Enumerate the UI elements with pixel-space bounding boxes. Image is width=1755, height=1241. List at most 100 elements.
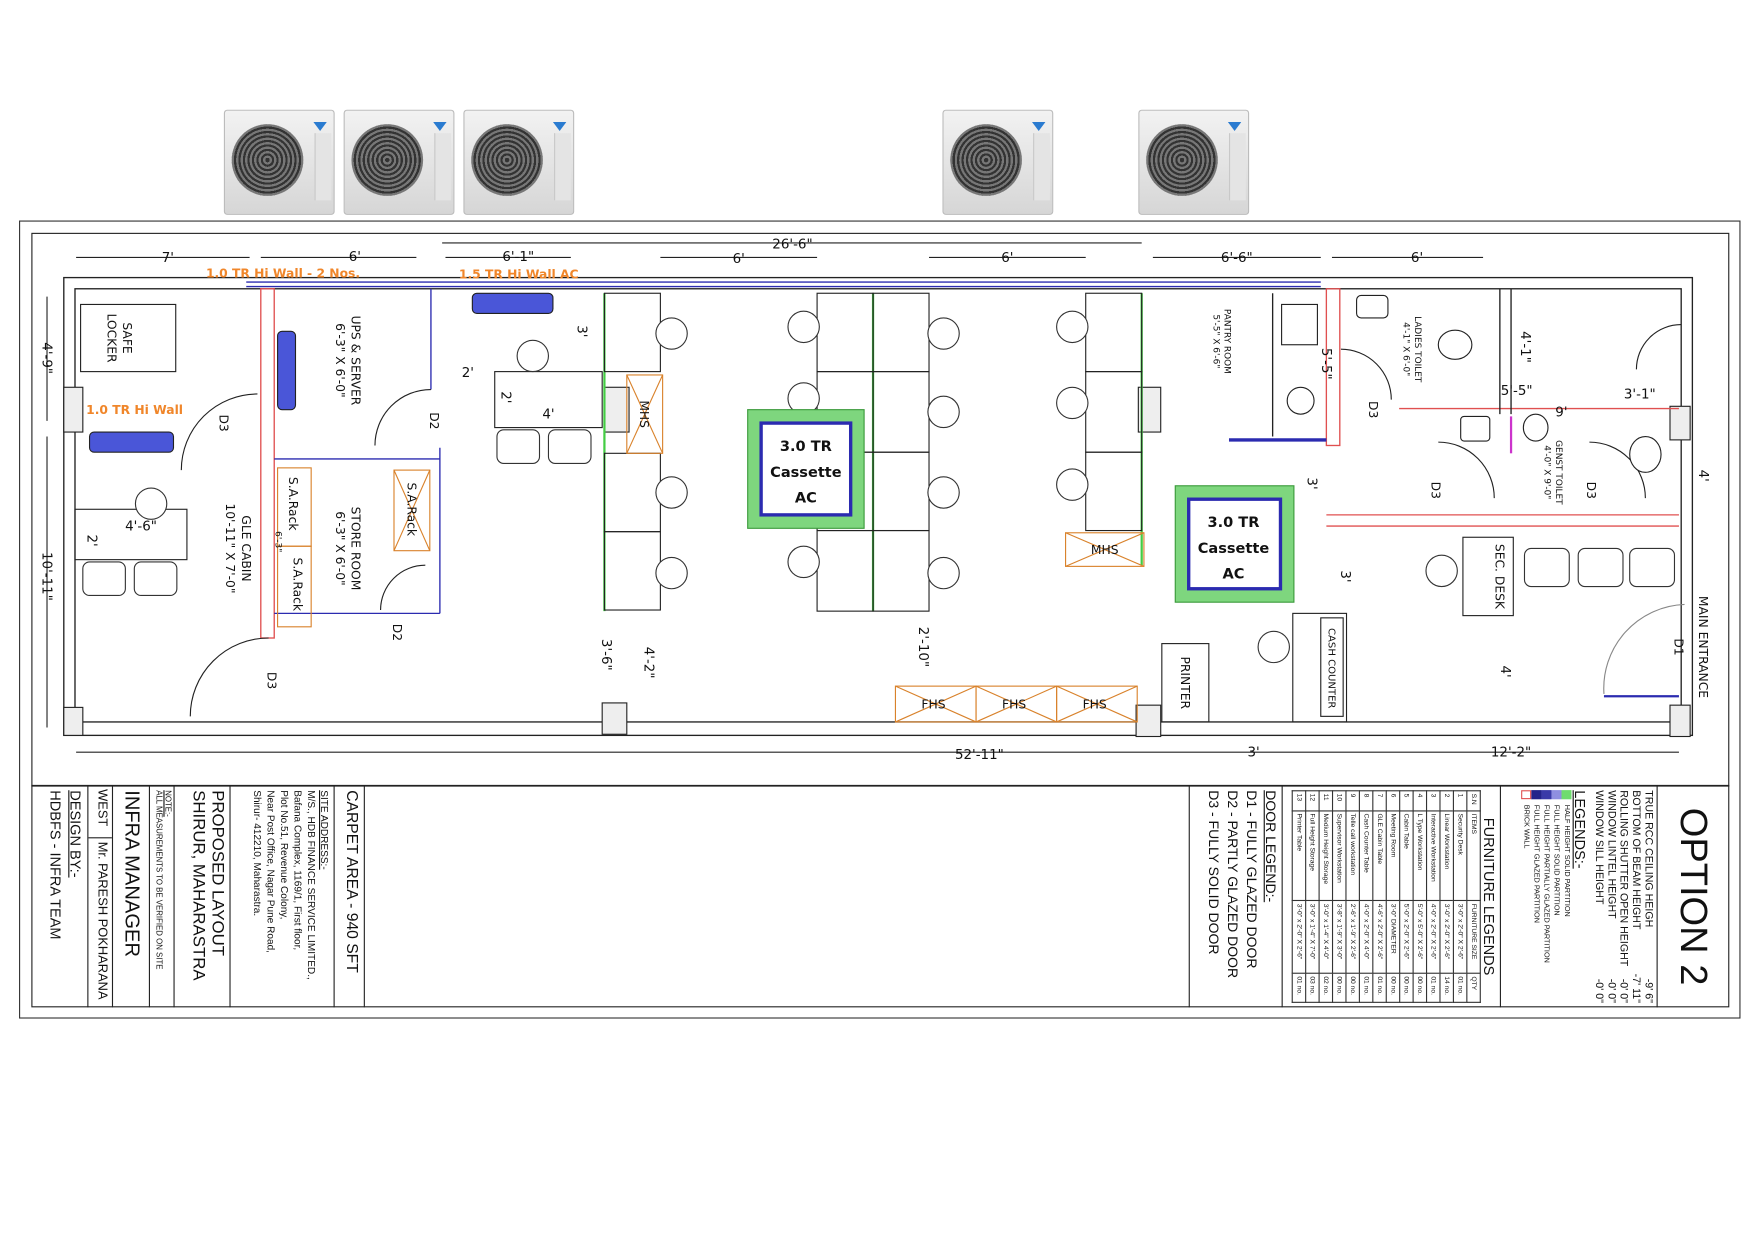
note-text: ALL MEASUREMENTS TO BE VERIFIED ON SITE	[154, 790, 163, 970]
dim-top: 26'-6"	[772, 237, 812, 252]
table-cell: 6	[1386, 790, 1400, 811]
door-tag: D1	[1671, 638, 1685, 655]
brick-wall	[260, 288, 275, 639]
legend-item: HALF HEIGHT SOLID PARTITION	[1561, 790, 1572, 1003]
legend-item: FULL HEIGHT PARTIALLY GLAZED PARTITION	[1541, 790, 1552, 1003]
table-cell: 01 no.	[1453, 973, 1467, 1003]
room-label: MAIN ENTRANCE	[1696, 596, 1710, 698]
room-label: GENST TOILET	[1553, 440, 1563, 505]
door-tag: D3	[1366, 401, 1380, 418]
cassette-label: 3.0 TR	[780, 438, 832, 455]
table-cell: 5	[1399, 790, 1414, 811]
legend-label: HALF HEIGHT SOLID PARTITION	[1562, 804, 1571, 917]
project-line: SHIRUR, MAHARASTRA	[189, 790, 209, 981]
table-cell: 3'-0" x 2'-0" X 2'-6"	[1292, 900, 1306, 974]
design-by: DESIGN BY:- HDBFS - INFRA TEAM	[31, 786, 87, 1008]
sanitary-fixtures	[1281, 294, 1662, 473]
height-value: -0' 0"	[1592, 978, 1606, 1003]
brand-logo-icon	[552, 122, 567, 131]
table-cell: 00 no.	[1386, 973, 1400, 1003]
legend-item: FULL HEIGHT GLAZED PARTITION	[1531, 790, 1542, 1003]
hi-wall-ac-icon	[88, 292, 554, 453]
door-legend-title: DOOR LEGEND:-	[1262, 790, 1279, 903]
room-label: GLE CABIN	[239, 515, 253, 581]
ac-note: 1.0 TR Hi Wall	[86, 403, 183, 417]
room-label: 6'-3" X 6'-0"	[333, 511, 347, 585]
room-label: PANTRY ROOM	[1222, 309, 1232, 374]
room-label: UPS & SERVER	[348, 316, 362, 406]
table-cell: 5'-0" x 5'-0" X 2'-6"	[1413, 900, 1427, 974]
dim: 2'	[83, 535, 98, 547]
legend-item: FULL HEIGHT SOLID PARTITION	[1551, 790, 1562, 1003]
cassette-label: 3.0 TR	[1207, 514, 1259, 531]
address-line: Plot No.51, Revenue Colony,	[278, 790, 290, 920]
table-cell: 12	[1305, 790, 1320, 811]
cassette-label: AC	[795, 490, 817, 507]
rack-label: S.A.Rack	[286, 477, 300, 531]
legend-item: BRICK WALL	[1521, 790, 1532, 1003]
height-spec: WINDOW SILL HEIGHT-0' 0"	[1593, 790, 1605, 1003]
columns	[63, 386, 1691, 738]
dim-top: 7'	[162, 251, 174, 266]
manager-row: WEST Mr. PARESH POKHARANA	[87, 785, 112, 1008]
column-header: ITEMS	[1466, 810, 1481, 901]
dim-top: 6'	[349, 250, 361, 265]
dim-top: 6'-6"	[1221, 251, 1253, 266]
table-cell: Linear Workstation	[1439, 810, 1454, 901]
door-tag: D3	[1429, 482, 1443, 499]
fhs-label: FHS	[1083, 698, 1107, 712]
table-cell: 3'-0" x 1'-4" X 7'-0"	[1305, 900, 1320, 974]
dim: 3'	[1337, 570, 1352, 582]
table-cell: 13	[1292, 790, 1306, 811]
address-line: M/S., HDB FINANCE SERVICE LIMITED.,	[305, 790, 317, 980]
column-header: FURNITURE SIZE	[1466, 900, 1481, 974]
table-cell: 00 no.	[1399, 973, 1414, 1003]
legend-label: FULL HEIGHT GLAZED PARTITION	[1532, 804, 1541, 923]
room-label: SAFE	[120, 322, 134, 353]
door-tag: D2	[427, 412, 441, 429]
table-cell: 7	[1372, 790, 1387, 811]
table-cell: 8	[1359, 790, 1373, 811]
manager-name: Mr. PARESH POKHARANA	[95, 841, 109, 1000]
column-header: S.N	[1466, 790, 1481, 811]
dim-bottom: 3'	[1247, 746, 1259, 761]
dim-bottom: 12'-2"	[1491, 746, 1531, 761]
height-spec: BOTTOM OF BEAM HEIGHT-7' 11"	[1630, 790, 1642, 1003]
manager-title: INFRA MANAGER	[111, 785, 149, 1008]
room-label: 4'-1" X 6'-0"	[1401, 322, 1411, 376]
room-label: 10'-11" X 7'-0"	[223, 503, 237, 593]
table-cell: Printer Table	[1292, 810, 1306, 901]
rack-dim: 6'-3"	[272, 531, 282, 552]
cassette-ac-icon	[747, 409, 1295, 603]
ac-note: 1.0 TR Hi Wall - 2 Nos.	[206, 267, 360, 281]
table-cell: 00 no.	[1332, 973, 1346, 1003]
room-label: SEC. DESK	[1492, 544, 1506, 610]
chairs	[82, 429, 1676, 597]
dim-left: 4'-9"	[39, 342, 54, 374]
carpet-area: CARPET AREA - 940 SFT	[333, 785, 364, 1008]
mhs-label: MHS	[1091, 543, 1119, 557]
table-cell: 01 no.	[1292, 973, 1306, 1003]
table-cell: 3	[1426, 790, 1440, 811]
legend-label: BRICK WALL	[1522, 804, 1531, 849]
brand-logo-icon	[1227, 122, 1242, 131]
design-title: DESIGN BY:-	[67, 790, 84, 878]
table-cell: 01 no.	[1359, 973, 1373, 1003]
table-cell: 11	[1319, 790, 1333, 811]
furniture-title: FURNITURE LEGENDS	[1480, 817, 1498, 976]
windows	[246, 281, 1321, 288]
table-cell: Meeting Room	[1386, 810, 1400, 901]
room-label: STORE ROOM	[348, 507, 362, 591]
cassette-label: AC	[1222, 566, 1244, 583]
legend-label: FULL HEIGHT SOLID PARTITION	[1552, 804, 1561, 916]
height-spec: ROLLING SHUTTER OPEN HEIGHT-0' 0"	[1617, 790, 1629, 1003]
